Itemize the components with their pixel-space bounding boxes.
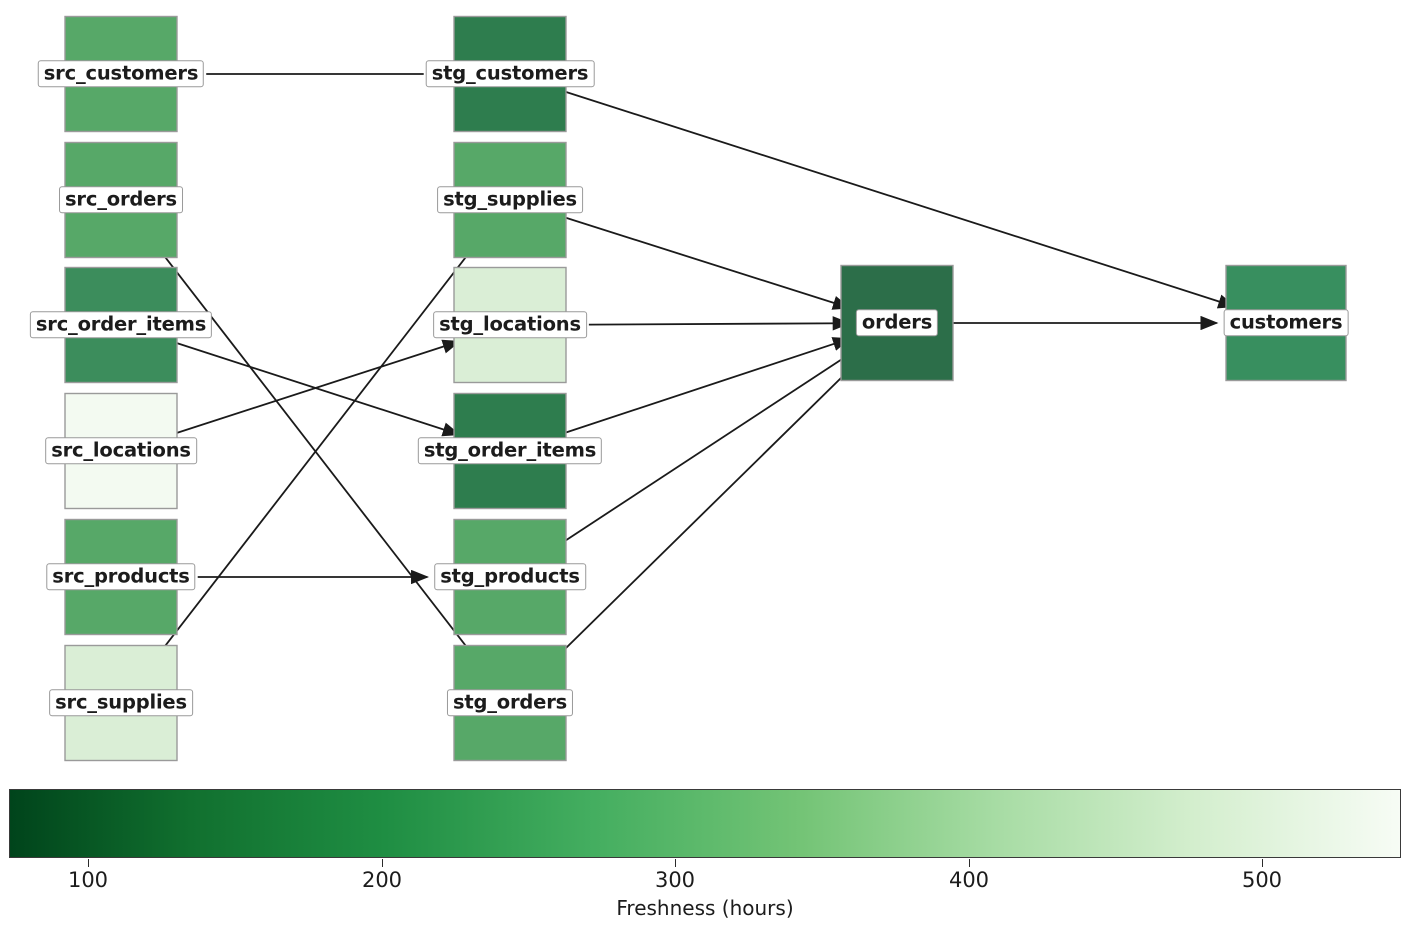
- node-label-src_order_items[interactable]: src_order_items: [29, 311, 213, 339]
- colorbar-tick: [88, 859, 89, 867]
- node-label-src_customers[interactable]: src_customers: [37, 60, 205, 88]
- colorbar-axis-label: Freshness (hours): [616, 896, 794, 920]
- nodes-layer: [64, 15, 1347, 762]
- edge-stg_customers-to-customers: [556, 88, 1237, 309]
- colorbar-tick-label: 200: [361, 868, 403, 892]
- edges-layer: [131, 73, 1237, 689]
- node-label-stg_order_items[interactable]: stg_order_items: [417, 437, 603, 465]
- colorbar-tick-label: 300: [654, 868, 696, 892]
- edge-stg_locations-to-orders: [588, 316, 851, 331]
- edge-stg_orders-to-orders: [524, 340, 880, 689]
- edge-src_locations-to-stg_locations: [167, 339, 461, 437]
- node-label-src_supplies[interactable]: src_supplies: [49, 689, 193, 717]
- node-label-customers[interactable]: customers: [1223, 309, 1349, 337]
- colorbar: [9, 789, 1401, 858]
- colorbar-tick: [1262, 859, 1263, 867]
- edge-stg_order_items-to-orders: [555, 337, 851, 437]
- node-label-src_locations[interactable]: src_locations: [45, 437, 197, 465]
- node-label-stg_products[interactable]: stg_products: [434, 563, 586, 591]
- edge-stg_products-to-orders: [532, 339, 872, 563]
- edge-src_supplies-to-stg_supplies: [131, 217, 497, 689]
- node-label-stg_customers[interactable]: stg_customers: [425, 60, 595, 88]
- colorbar-tick-label: 500: [1241, 868, 1283, 892]
- colorbar-gradient: [9, 789, 1401, 858]
- node-label-src_products[interactable]: src_products: [46, 563, 196, 591]
- edge-stg_supplies-to-orders: [556, 214, 851, 310]
- edge-src_orders-to-stg_orders: [131, 214, 497, 686]
- colorbar-tick-label: 100: [67, 868, 109, 892]
- node-label-stg_supplies[interactable]: stg_supplies: [437, 186, 583, 214]
- node-label-src_orders[interactable]: src_orders: [59, 186, 183, 214]
- colorbar-tick-label: 400: [948, 868, 990, 892]
- colorbar-tick: [675, 859, 676, 867]
- node-label-stg_locations[interactable]: stg_locations: [433, 311, 587, 339]
- colorbar-tick: [969, 859, 970, 867]
- colorbar-tick: [382, 859, 383, 867]
- edge-src_order_items-to-stg_order_items: [167, 339, 461, 437]
- node-label-orders[interactable]: orders: [855, 309, 939, 337]
- node-label-stg_orders[interactable]: stg_orders: [446, 689, 574, 717]
